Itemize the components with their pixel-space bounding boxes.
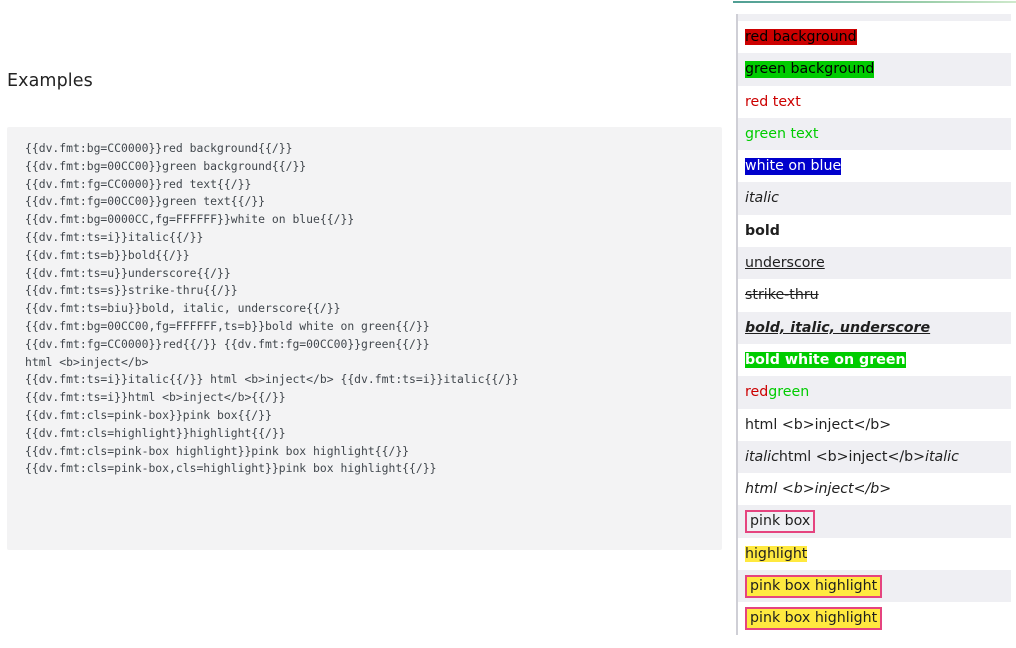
- formatted-text: red: [745, 384, 769, 401]
- table-row: pink box: [736, 505, 1011, 538]
- result-red-background: red background: [745, 28, 857, 46]
- result-bold: bold: [745, 222, 780, 239]
- result-pink-box-highlight-space: pink box highlight: [745, 574, 883, 598]
- result-italic-html-inject: html <b>inject</b>: [745, 481, 892, 498]
- result-strike-thru: strike-thru: [745, 287, 819, 304]
- code-line: {{dv.fmt:fg=00CC00}}green text{{/}}: [25, 194, 266, 209]
- result-html-inject: html <b>inject</b>: [745, 416, 892, 433]
- code-line: {{dv.fmt:ts=i}}italic{{/}}: [25, 229, 204, 244]
- code-line: {{dv.fmt:fg=CC0000}}red text{{/}}: [25, 176, 252, 191]
- right-pane: red background green background red text gr…: [733, 0, 1016, 648]
- result-highlight: highlight: [745, 545, 808, 563]
- result-underscore: underscore: [745, 255, 825, 272]
- code-line: {{dv.fmt:cls=pink-box highlight}}pink bo…: [25, 443, 410, 458]
- page-title: Examples: [7, 71, 93, 91]
- table-row: red text: [736, 85, 1011, 118]
- result-pink-box-highlight-comma: pink box highlight: [745, 606, 883, 631]
- result-bold-white-on-green: bold white on green: [745, 351, 906, 369]
- table-row: green background: [736, 53, 1011, 86]
- table-row: bold white on green: [736, 343, 1011, 377]
- top-gradient-rule: [733, 1, 1016, 3]
- code-line: {{dv.fmt:ts=s}}strike-thru{{/}}: [25, 283, 238, 298]
- code-line: {{dv.fmt:fg=CC0000}}red{{/}} {{dv.fmt:fg…: [25, 336, 430, 351]
- table-row: italic html <b>inject</b> italic: [736, 440, 1011, 474]
- code-line: {{dv.fmt:cls=pink-box}}pink box{{/}}: [25, 407, 272, 422]
- result-green-text: green text: [745, 125, 819, 142]
- result-bold-italic-underscore: bold, italic, underscore: [745, 319, 931, 336]
- code-line: html <b>inject</b>: [25, 354, 149, 369]
- code-lines: {{dv.fmt:bg=CC0000}}red background{{/}} {…: [25, 140, 722, 478]
- code-line: {{dv.fmt:ts=i}}italic{{/}} html <b>injec…: [25, 372, 519, 387]
- code-block: {{dv.fmt:bg=CC0000}}red background{{/}} {…: [7, 127, 722, 550]
- code-line: {{dv.fmt:bg=00CC00}}green background{{/}…: [25, 158, 307, 173]
- code-line: {{dv.fmt:cls=highlight}}highlight{{/}}: [25, 425, 286, 440]
- code-line: {{dv.fmt:ts=u}}underscore{{/}}: [25, 265, 231, 280]
- table-row: white on blue: [736, 150, 1011, 183]
- table-row: html <b>inject</b>: [736, 408, 1011, 441]
- table-row: pink box highlight: [736, 570, 1011, 603]
- code-line: {{dv.fmt:ts=biu}}bold, italic, underscor…: [25, 301, 341, 316]
- result-italic: italic: [745, 190, 779, 207]
- code-line: {{dv.fmt:ts=b}}bold{{/}}: [25, 247, 190, 262]
- table-row: pink box highlight: [736, 602, 1011, 635]
- table-row: bold, italic, underscore: [736, 311, 1011, 344]
- table-row: red background: [736, 21, 1011, 54]
- code-line: {{dv.fmt:cls=pink-box,cls=highlight}}pin…: [25, 461, 437, 476]
- table-row: html <b>inject</b>: [736, 473, 1011, 506]
- table-row: highlight: [736, 537, 1011, 571]
- code-line: {{dv.fmt:bg=00CC00,fg=FFFFFF,ts=b}}bold …: [25, 318, 430, 333]
- code-line: {{dv.fmt:ts=i}}html <b>inject</b>{{/}}: [25, 390, 286, 405]
- formatted-text: green: [768, 384, 810, 401]
- formatted-text: italic: [925, 448, 959, 465]
- table-row: italic: [736, 182, 1011, 215]
- table-row: bold: [736, 214, 1011, 248]
- result-pink-box: pink box: [745, 509, 816, 534]
- table-row: underscore: [736, 247, 1011, 280]
- table-row: green text: [736, 117, 1011, 151]
- left-pane: Examples {{dv.fmt:bg=CC0000}}red backgro…: [7, 71, 722, 550]
- code-line: {{dv.fmt:bg=CC0000}}red background{{/}}: [25, 141, 293, 155]
- result-red-text: red text: [745, 93, 801, 110]
- formatted-text: italic: [745, 448, 779, 465]
- results-table-header-strip: [736, 14, 1011, 21]
- formatted-text: html <b>inject</b>: [778, 448, 926, 465]
- table-row: strike-thru: [736, 279, 1011, 312]
- code-line: {{dv.fmt:bg=0000CC,fg=FFFFFF}}white on b…: [25, 212, 355, 227]
- table-row: red green: [736, 376, 1011, 409]
- result-white-on-blue: white on blue: [745, 158, 842, 175]
- results-table: red background green background red text gr…: [736, 21, 1011, 635]
- result-green-background: green background: [745, 61, 875, 78]
